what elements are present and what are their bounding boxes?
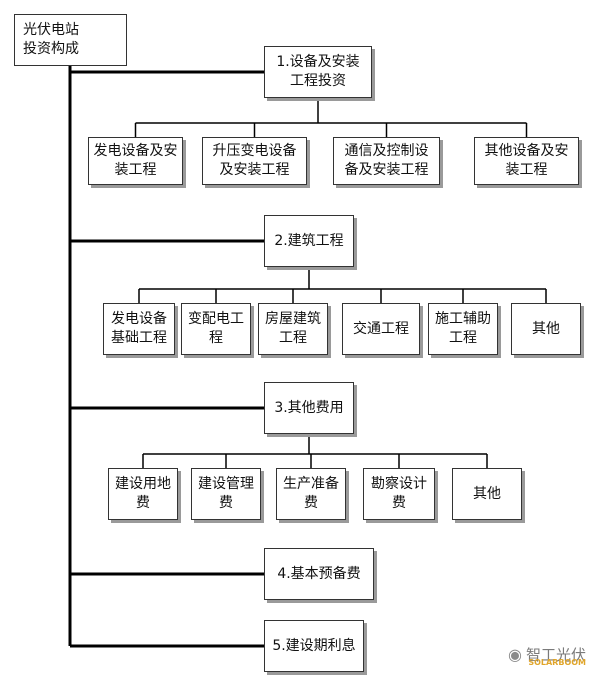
child-node[interactable]: 变配电工 程 <box>181 303 251 355</box>
child-node[interactable]: 生产准备 费 <box>276 468 346 520</box>
child-node[interactable]: 通信及控制设 备及安装工程 <box>333 137 440 185</box>
section-3-node[interactable]: 3.其他费用 <box>264 382 354 434</box>
child-node[interactable]: 交通工程 <box>342 303 420 355</box>
section-1-node[interactable]: 1.设备及安装 工程投资 <box>264 46 372 98</box>
child-node[interactable]: 发电设备及安 装工程 <box>88 137 183 185</box>
child-node[interactable]: 建设管理 费 <box>191 468 261 520</box>
child-node[interactable]: 其他 <box>511 303 581 355</box>
child-node[interactable]: 勘察设计 费 <box>363 468 435 520</box>
child-node[interactable]: 其他 <box>452 468 522 520</box>
watermark-subtext: SOLARBOOM <box>528 658 586 667</box>
child-node[interactable]: 施工辅助 工程 <box>428 303 498 355</box>
watermark: ◉ 智工光伏 SOLARBOOM <box>508 644 586 667</box>
child-node[interactable]: 房屋建筑 工程 <box>258 303 328 355</box>
section-4-node[interactable]: 4.基本预备费 <box>264 548 374 600</box>
section-5-node[interactable]: 5.建设期利息 <box>264 620 364 672</box>
section-2-node[interactable]: 2.建筑工程 <box>264 215 354 267</box>
child-node[interactable]: 建设用地 费 <box>108 468 178 520</box>
wechat-icon: ◉ <box>508 645 522 664</box>
child-node[interactable]: 升压变电设备 及安装工程 <box>202 137 307 185</box>
child-node[interactable]: 发电设备 基础工程 <box>103 303 175 355</box>
child-node[interactable]: 其他设备及安 装工程 <box>474 137 579 185</box>
root-node[interactable]: 光伏电站 投资构成 <box>14 14 127 66</box>
watermark-text: 智工光伏 <box>525 646 586 664</box>
